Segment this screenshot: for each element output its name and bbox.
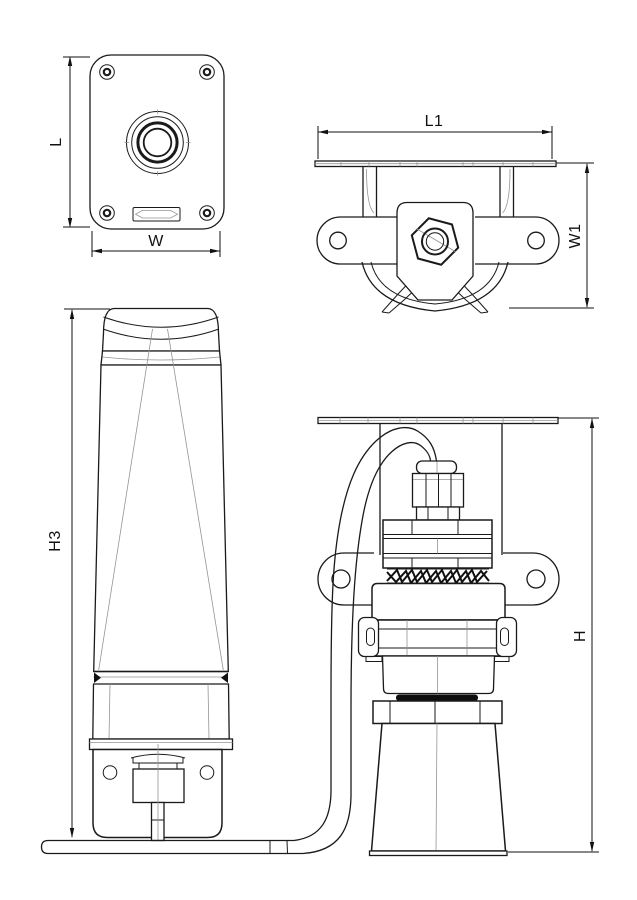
inner-cone-edge-left (98, 328, 153, 671)
dim-label-H: H (572, 629, 589, 643)
housing-body (93, 364, 229, 673)
ear-left (317, 552, 374, 606)
bracket-top-view (314, 160, 560, 314)
dimension-W1 (509, 162, 594, 309)
flange-plate (317, 416, 559, 425)
dim-label-H3: H3 (47, 530, 64, 552)
clamp-ring (357, 616, 518, 662)
screw-holes (99, 64, 215, 221)
dimension-L (63, 56, 90, 228)
horn-top-edge (361, 261, 509, 312)
base-collar (88, 738, 234, 751)
dim-label-L: L (48, 137, 65, 147)
dimension-L1 (317, 126, 553, 159)
bracket-ears (316, 216, 560, 265)
inner-cone-edge-right (167, 328, 224, 671)
dim-label-W: W (148, 233, 164, 250)
flange-plate-edge (314, 160, 557, 168)
ear-right (503, 552, 560, 606)
sensor-body (371, 582, 506, 621)
clamp-screw-right (495, 616, 518, 658)
transducer-boss (124, 109, 191, 176)
gland-nut (410, 217, 460, 266)
hex-nut (372, 700, 503, 725)
dim-label-L1: L1 (424, 113, 444, 130)
cable-gland-block (132, 768, 185, 804)
housing-ribs (382, 519, 493, 569)
housing-neck (100, 350, 222, 366)
label-slot (132, 207, 181, 222)
ear-hole-left (329, 231, 347, 250)
ear-hole-left (331, 569, 351, 589)
cable (40, 426, 438, 855)
cable-end (40, 839, 49, 855)
ear-hole-right (527, 231, 545, 250)
plate-hole-right (199, 765, 215, 780)
bracket-supports (362, 166, 515, 217)
bracket-ear-left (316, 216, 397, 265)
housing-groove (93, 670, 229, 685)
threaded-section (386, 568, 490, 585)
plate-hole-left (102, 765, 118, 780)
ear-hole-right (526, 569, 546, 589)
o-ring (396, 694, 478, 701)
housing-cap (101, 307, 221, 352)
cable-gland (411, 460, 465, 521)
horn-rim (368, 850, 508, 857)
horn (368, 722, 508, 857)
dimension-H (508, 417, 599, 853)
mounting-plate-outline (89, 54, 225, 230)
lower-cylinder (381, 655, 496, 695)
beacon-side-view (88, 307, 234, 842)
dimension-H3 (64, 308, 110, 838)
sensor-front-view (317, 416, 560, 857)
dim-label-W1: W1 (567, 223, 584, 249)
dimension-W (91, 231, 221, 257)
clamp-screw-left (357, 616, 380, 658)
plate-top-view (89, 54, 225, 230)
bracket-ear-right (475, 216, 560, 265)
